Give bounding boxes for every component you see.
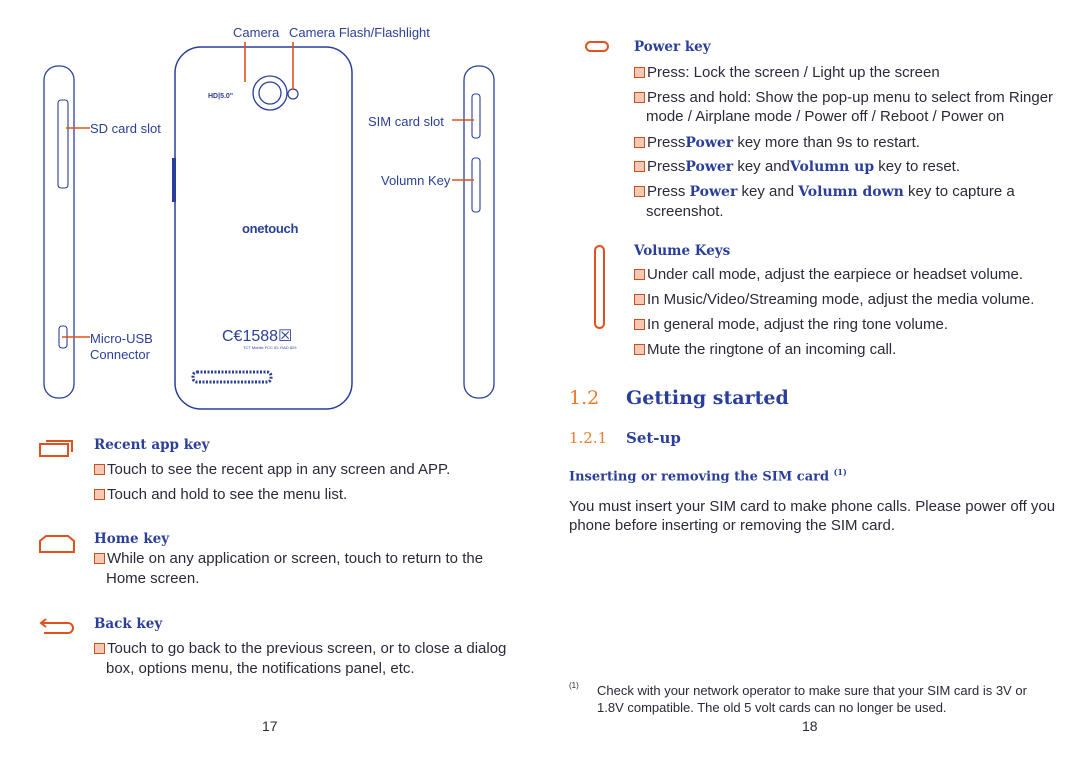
power-key-b5: Press Power key and Volumn down key to c… <box>634 181 1015 203</box>
section-title: Getting started <box>626 387 789 409</box>
volume-keys-b1: Under call mode, adjust the earpiece or … <box>634 264 1023 286</box>
sim-heading: Inserting or removing the SIM card (1) <box>569 467 847 485</box>
callout-sim-slot: SIM card slot <box>368 114 444 129</box>
home-icon <box>39 535 75 553</box>
phone-diagram <box>43 42 495 410</box>
fcc-fine-print: TCT Mobile FCC ID: RAD 829 <box>243 345 297 350</box>
back-key-line1: Touch to go back to the previous screen,… <box>94 638 506 660</box>
volume-key-outline <box>471 157 481 213</box>
camera-lens <box>252 75 288 111</box>
speaker-grille <box>191 370 273 384</box>
callout-flash: Camera Flash/Flashlight <box>289 25 430 40</box>
power-key-b2b: mode / Airplane mode / Power off / Reboo… <box>646 108 1005 125</box>
volume-keys-icon <box>594 245 605 329</box>
footnote-line2: 1.8V compatible. The old 5 volt cards ca… <box>597 700 947 715</box>
home-key-title: Home key <box>94 531 170 547</box>
footnote-mark: (1) <box>569 681 579 690</box>
phone-left-side <box>43 65 75 399</box>
sd-slot-outline <box>57 99 69 189</box>
power-key-icon <box>585 41 609 52</box>
sim-slot-outline <box>471 93 481 139</box>
volume-keys-b2: In Music/Video/Streaming mode, adjust th… <box>634 289 1034 311</box>
power-key-b5b: screenshot. <box>646 203 724 220</box>
page-number-left: 17 <box>262 718 278 734</box>
home-key-line1: While on any application or screen, touc… <box>94 548 483 570</box>
footnote-line1: Check with your network operator to make… <box>597 683 1027 698</box>
flash-led <box>287 88 299 100</box>
recent-key-title: Recent app key <box>94 437 210 453</box>
home-key-line1b: Home screen. <box>106 570 200 587</box>
recent-key-line1: Touch to see the recent app in any scree… <box>94 459 450 481</box>
callout-sd-slot: SD card slot <box>90 121 161 136</box>
volume-keys-title: Volume Keys <box>634 243 731 259</box>
subsection-number: 1.2.1 <box>569 429 608 447</box>
power-key-b3: PressPower key more than 9s to restart. <box>634 132 920 154</box>
phone-back <box>174 46 353 410</box>
callout-camera: Camera <box>233 25 280 40</box>
brand-logo: onetouch <box>242 221 299 236</box>
recent-apps-icon <box>39 440 73 457</box>
callout-volume-key: Volumn Key <box>381 173 451 188</box>
power-key-b2: Press and hold: Show the pop-up menu to … <box>634 87 1053 109</box>
callout-connector: Connector <box>90 347 150 362</box>
sim-paragraph-line1: You must insert your SIM card to make ph… <box>569 498 1056 515</box>
volume-keys-b3: In general mode, adjust the ring tone vo… <box>634 314 948 336</box>
hd-badge: HD|5.0" <box>208 93 234 100</box>
power-key-b1: Press: Lock the screen / Light up the sc… <box>634 62 940 84</box>
volume-keys-b4: Mute the ringtone of an incoming call. <box>634 339 896 361</box>
section-number: 1.2 <box>569 387 600 409</box>
power-key-b4: PressPower key andVolumn up key to reset… <box>634 156 960 178</box>
recent-key-line2: Touch and hold to see the menu list. <box>94 484 347 506</box>
back-key-title: Back key <box>94 616 163 632</box>
back-icon <box>39 618 74 634</box>
subsection-title: Set-up <box>626 429 681 447</box>
ce-mark: C€1588☒ <box>222 328 293 345</box>
power-key-title: Power key <box>634 39 711 55</box>
callout-micro-usb: Micro-USB <box>90 331 153 346</box>
back-key-line1b: box, options menu, the notifications pan… <box>106 660 415 677</box>
phone-right-side <box>463 65 495 399</box>
sim-paragraph-line2: phone before inserting or removing the S… <box>569 517 896 534</box>
page-number-right: 18 <box>802 718 818 734</box>
